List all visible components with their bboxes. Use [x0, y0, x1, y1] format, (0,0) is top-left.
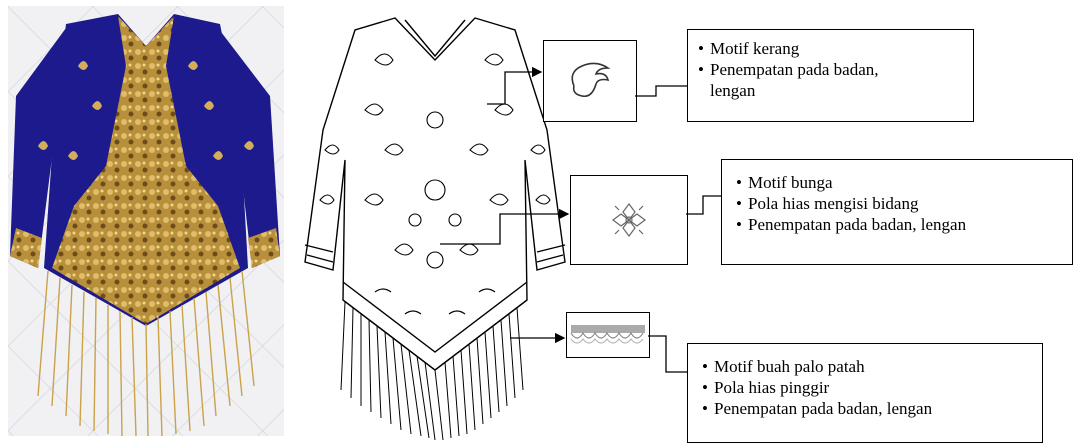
garment-line-drawing [285, 0, 585, 445]
motif-bullet: Motif bunga [736, 172, 1058, 193]
motif-info-box-shell: Motif kerang Penempatan pada badan, leng… [687, 29, 974, 122]
motif-bullet-continuation: lengan [698, 80, 963, 101]
shell-motif-thumbnail [543, 40, 637, 122]
border-motif-icon [567, 313, 649, 357]
motif-bullet: Penempatan pada badan, [698, 59, 963, 80]
motif-bullet: Motif kerang [698, 38, 963, 59]
motif-bullet: Pola hias mengisi bidang [736, 193, 1058, 214]
shell-motif-icon [544, 41, 636, 121]
flower-motif-icon [571, 176, 687, 264]
border-motif-thumbnail [566, 312, 650, 358]
motif-bullet: Motif buah palo patah [702, 356, 1028, 377]
flower-motif-thumbnail [570, 175, 688, 265]
garment-photo [8, 6, 284, 436]
motif-bullet: Penempatan pada badan, lengan [736, 214, 1058, 235]
motif-bullet: Pola hias pinggir [702, 377, 1028, 398]
motif-info-box-border: Motif buah palo patah Pola hias pinggir … [687, 343, 1043, 443]
motif-info-box-flower: Motif bunga Pola hias mengisi bidang Pen… [721, 159, 1073, 265]
motif-bullet: Penempatan pada badan, lengan [702, 398, 1028, 419]
